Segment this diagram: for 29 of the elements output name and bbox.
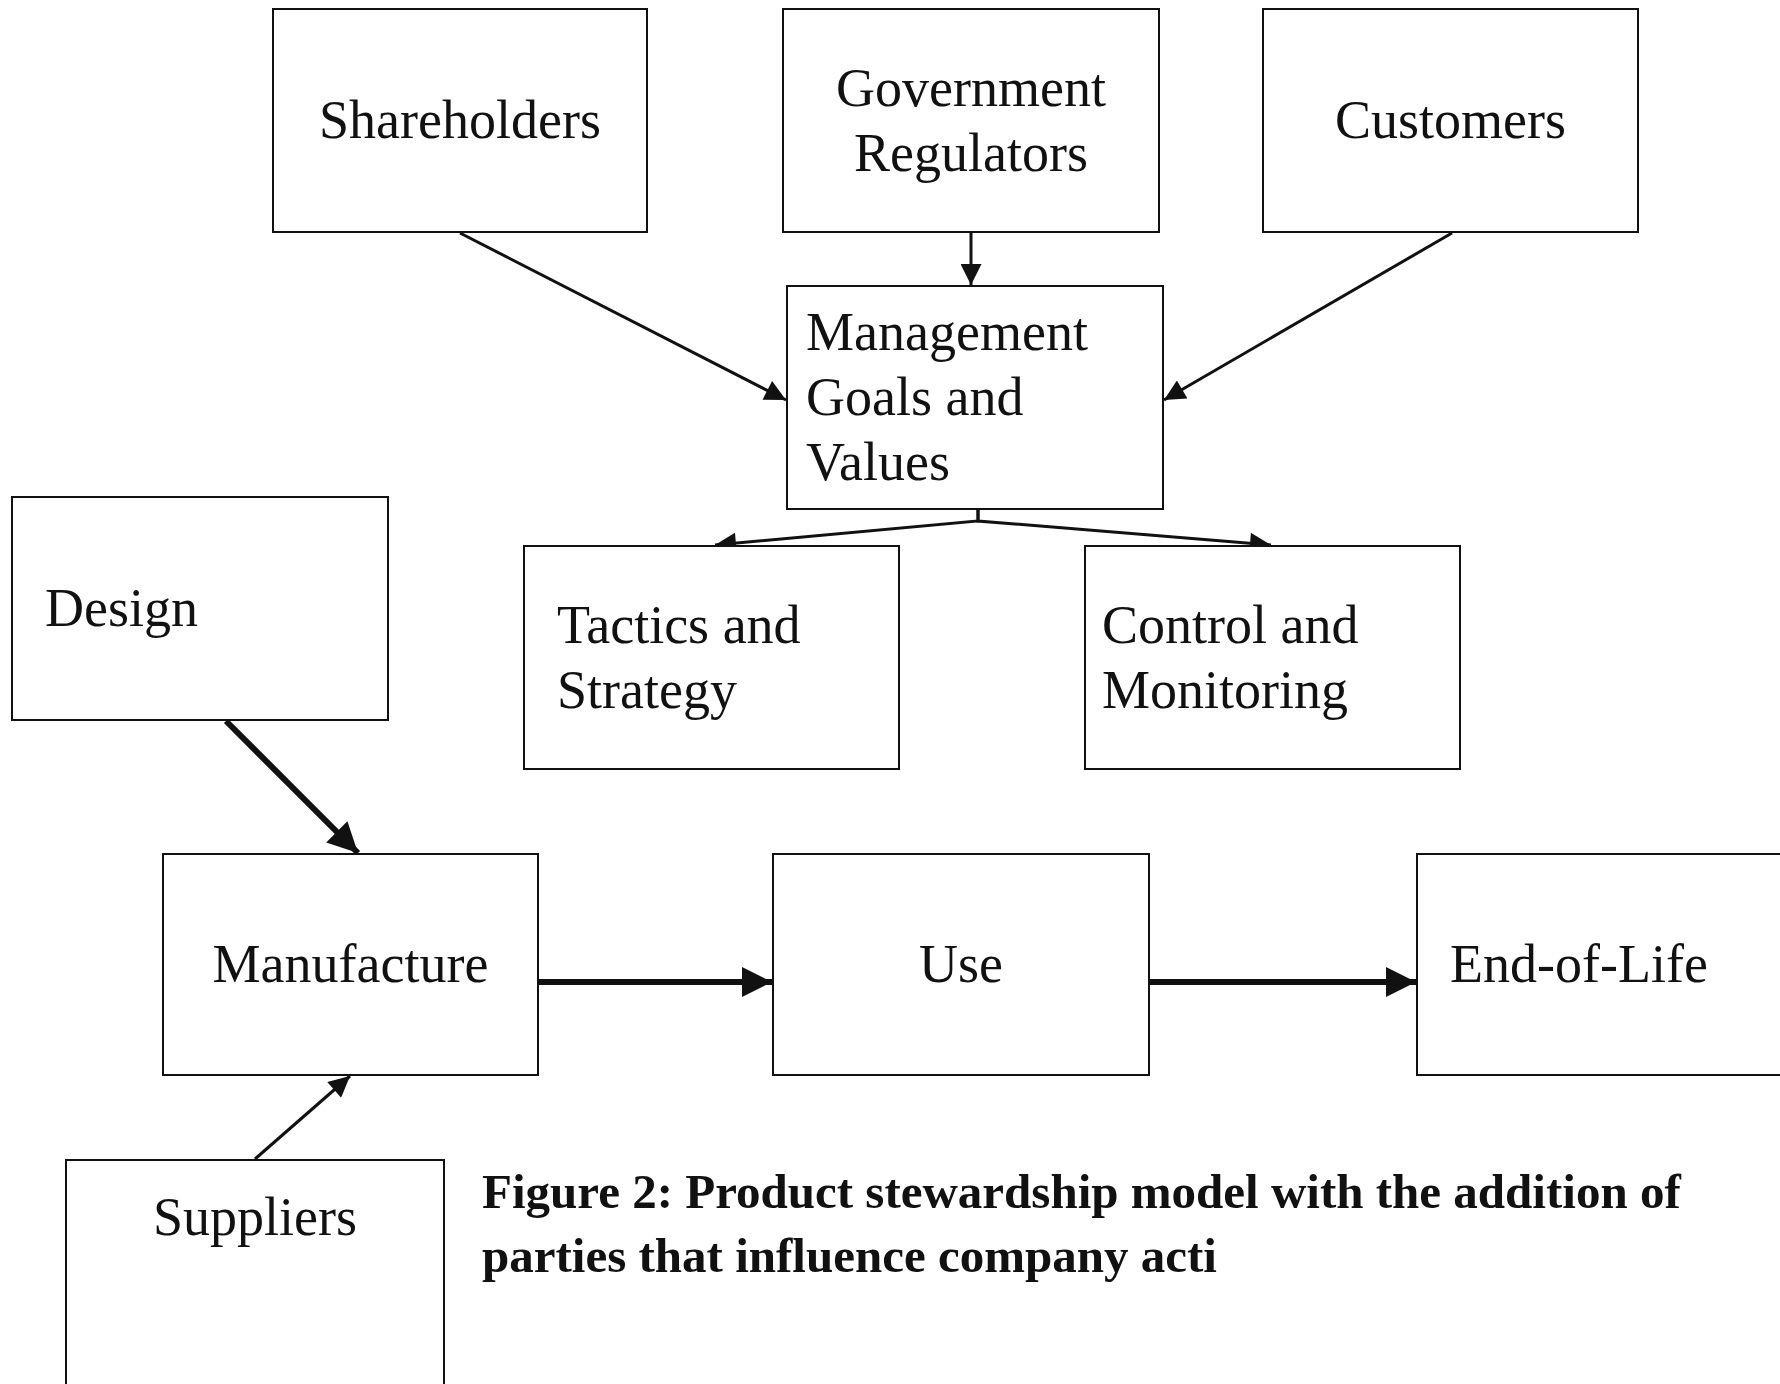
arrow (459, 231, 787, 402)
box-label: Shareholders (319, 89, 601, 153)
box-label: Government Regulators (835, 56, 1107, 185)
figure-caption: Figure 2: Product stewardship model with the addition of parties that influence company acti (482, 1163, 1683, 1285)
box-label: Design (45, 577, 198, 641)
process-box (272, 8, 648, 233)
process-box (11, 496, 389, 721)
process-box (1262, 8, 1639, 233)
arrow (1163, 231, 1453, 402)
box-label: Suppliers (153, 1186, 357, 1249)
arrow (539, 967, 772, 997)
arrow (1150, 967, 1416, 997)
process-box (162, 853, 539, 1076)
process-box (1084, 545, 1461, 770)
process-box (523, 545, 900, 770)
process-box (1416, 853, 1780, 1076)
process-box (772, 853, 1150, 1076)
box-label: Control and Monitoring (1102, 593, 1360, 722)
process-box (786, 285, 1164, 510)
box-label: End-of-Life (1450, 933, 1708, 997)
process-box (782, 8, 1160, 233)
process-box (65, 1159, 445, 1384)
box-label: Use (919, 933, 1003, 997)
arrow (960, 233, 982, 285)
box-label: Manufacture (212, 933, 489, 997)
box-label: Management Goals and Values (806, 301, 1089, 494)
arrow (254, 1074, 351, 1161)
box-label: Tactics and Strategy (557, 593, 802, 722)
box-label: Customers (1335, 89, 1566, 153)
